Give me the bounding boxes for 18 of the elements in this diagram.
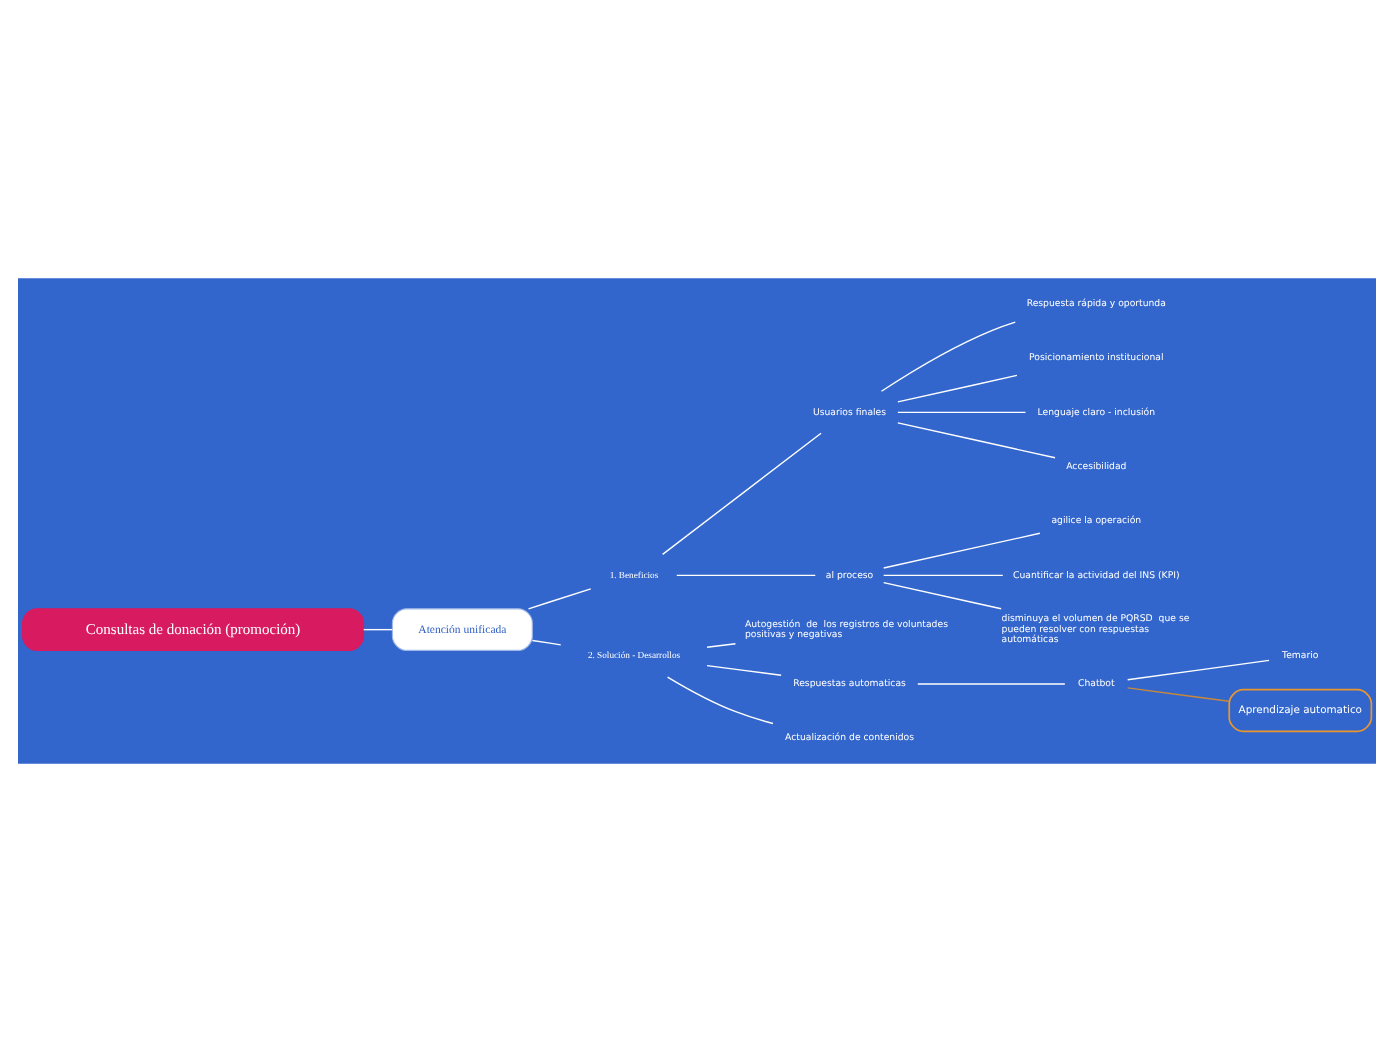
connector (882, 531, 1040, 568)
connector (1125, 658, 1269, 680)
connector (705, 663, 781, 675)
connector (705, 642, 736, 647)
connector (896, 421, 1055, 458)
connector (526, 587, 591, 609)
connector (882, 573, 1003, 575)
connector (896, 373, 1017, 402)
connector (530, 638, 561, 645)
connector (882, 580, 1001, 609)
connector (916, 682, 1065, 684)
connector (896, 410, 1026, 413)
connector (665, 675, 773, 724)
connector (660, 431, 821, 555)
connector (675, 573, 815, 575)
connector (879, 320, 1015, 391)
connector (362, 627, 392, 630)
connector (1125, 686, 1229, 701)
